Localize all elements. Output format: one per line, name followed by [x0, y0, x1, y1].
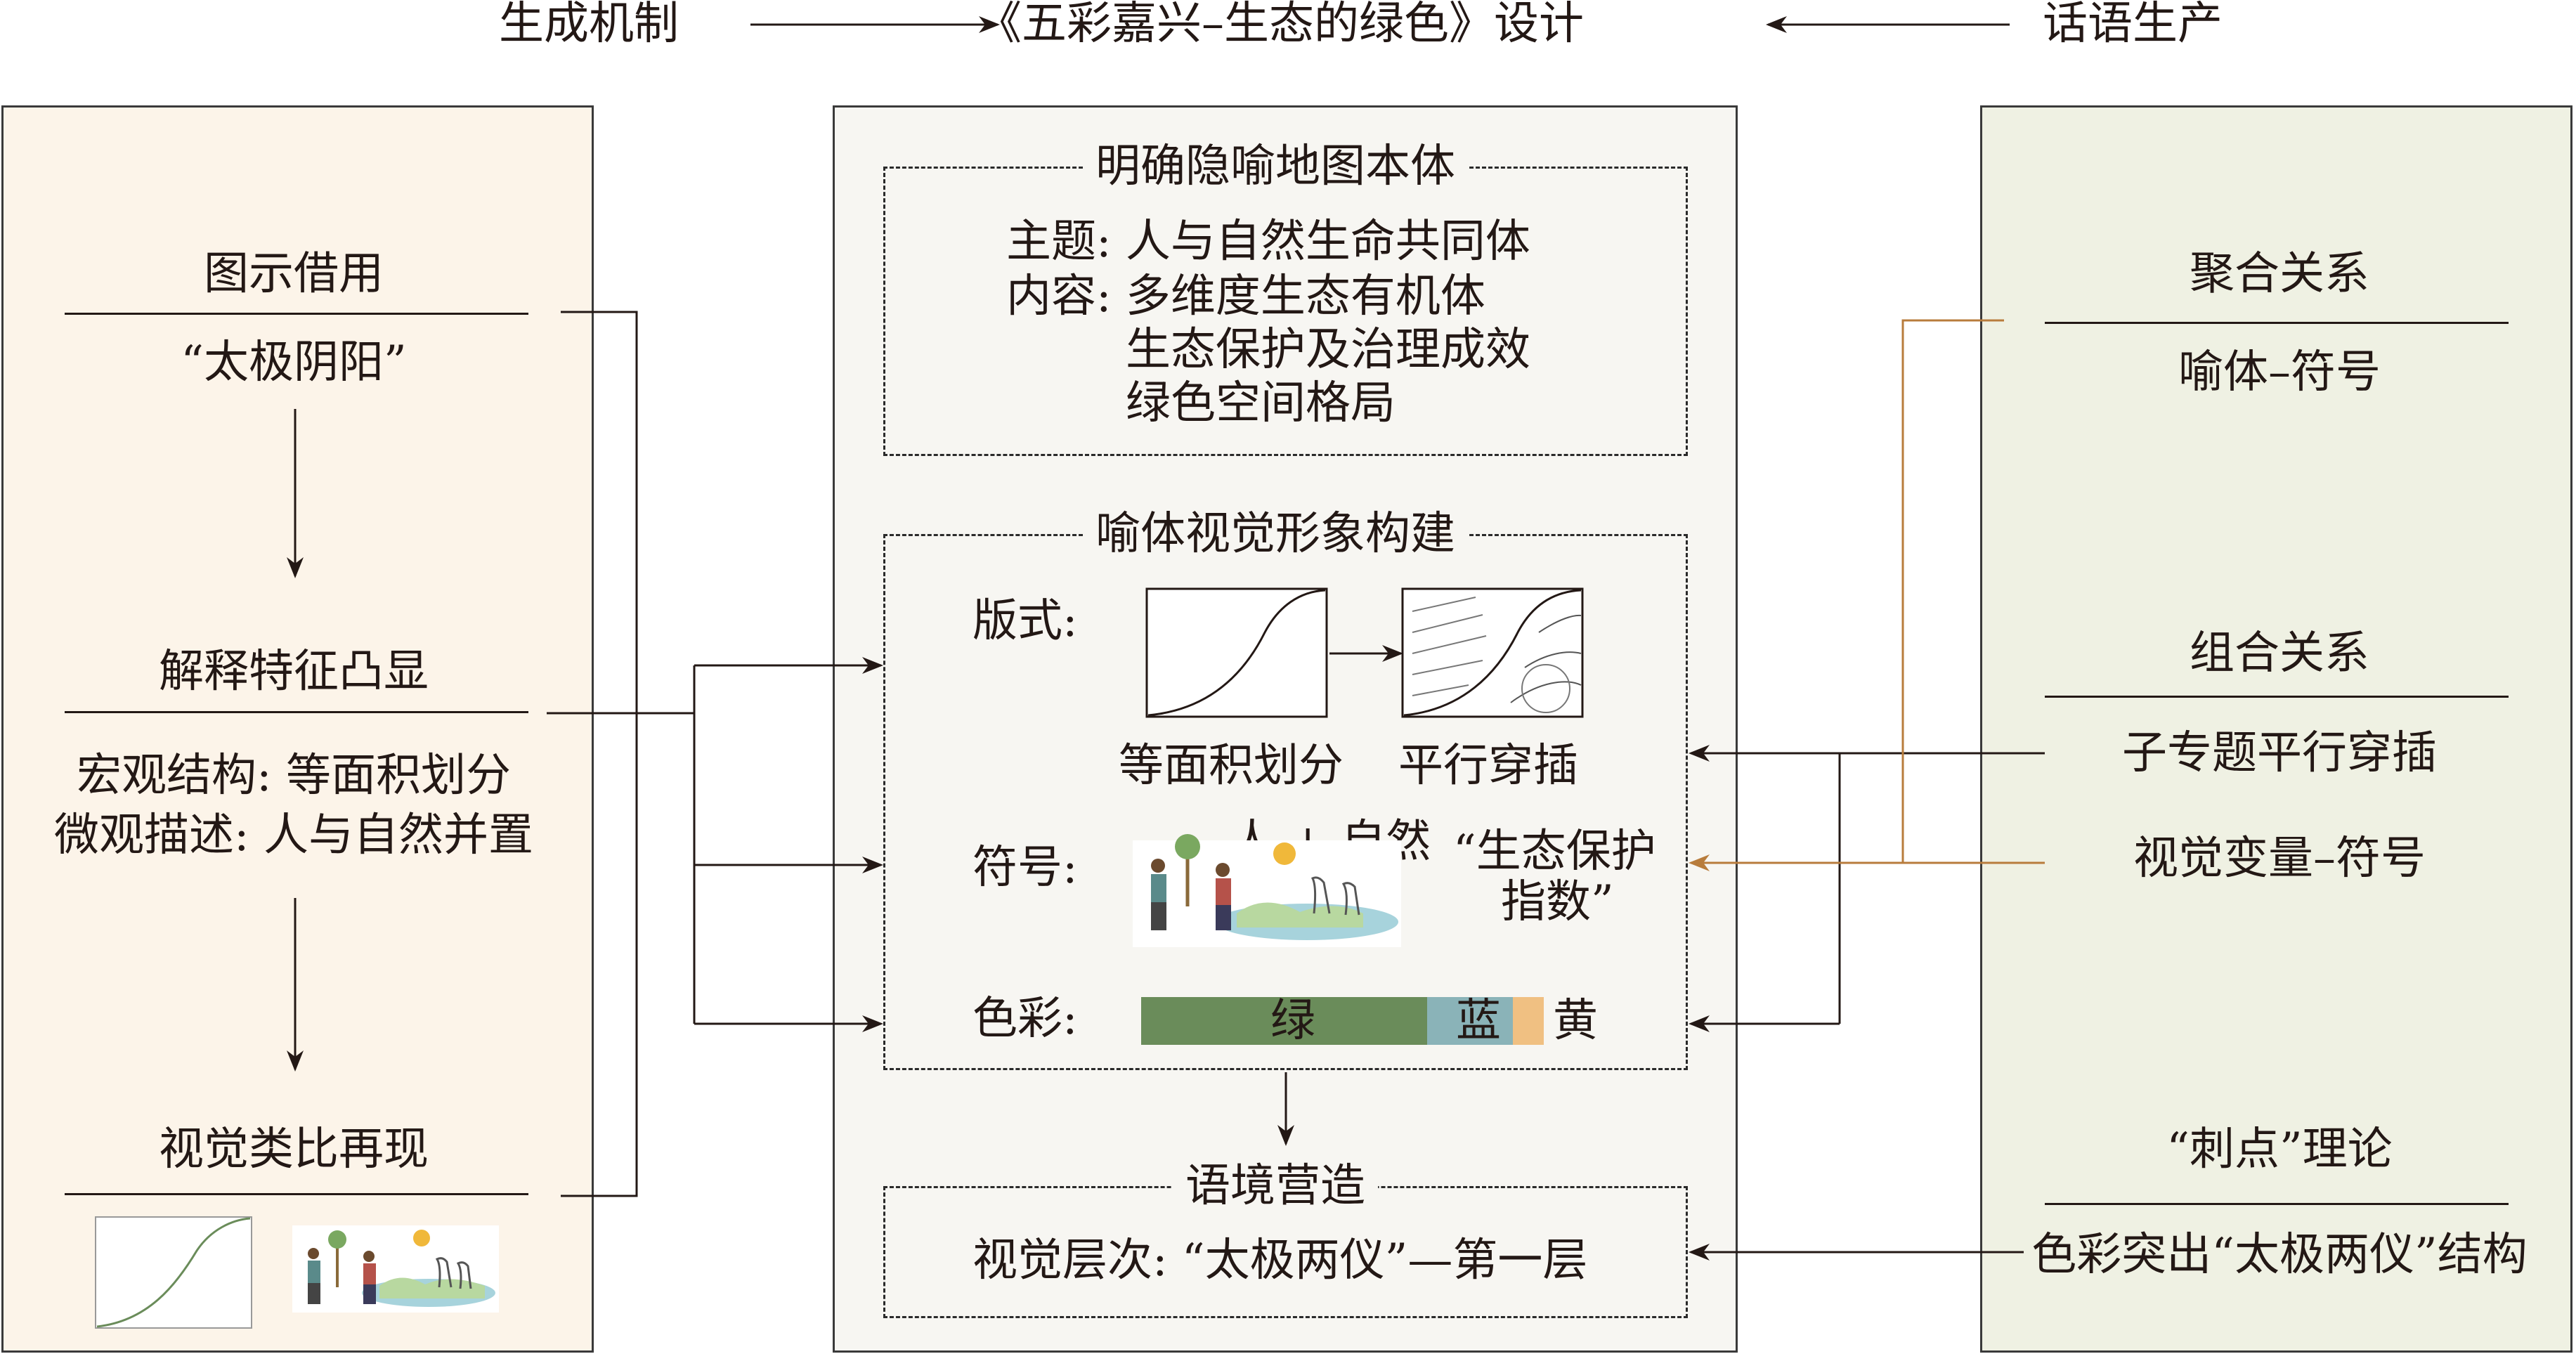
right-item1-rule — [2045, 322, 2509, 324]
context-text: 视觉层次: “太极两仪”—第一层 — [972, 1235, 1588, 1287]
color-green-label: 绿 — [1270, 995, 1315, 1047]
color-yellow-label: 黄 — [1553, 995, 1598, 1047]
color-swatch-blue — [1427, 997, 1513, 1045]
color-swatch-green — [1141, 997, 1427, 1045]
left-item2-rule — [65, 711, 528, 713]
right-item2-title: 组合关系 — [2190, 627, 2369, 679]
left-item2-line1: 宏观结构: 等面积划分 — [77, 750, 511, 802]
left-bracket — [561, 311, 638, 1197]
left-illustration-thumbnail — [292, 1225, 499, 1313]
right-panel — [1980, 105, 2572, 1353]
paradigm-orange-connector — [1901, 319, 2004, 863]
left-curve-thumbnail — [95, 1216, 252, 1329]
right-item2-rule — [2045, 696, 2509, 698]
people-nature-illustration — [1133, 834, 1401, 947]
left-item2-line2: 微观描述: 人与自然并置 — [54, 809, 533, 861]
right-item2-line2: 视觉变量–符号 — [2133, 833, 2426, 885]
right-item3-title: “刺点”理论 — [2166, 1124, 2393, 1176]
right-item2-line1: 子专题平行穿插 — [2122, 727, 2437, 779]
symbol-label: 符号: — [972, 842, 1078, 894]
header-left: 生成机制 — [499, 0, 679, 50]
header-center: 《五彩嘉兴–生态的绿色》设计 — [977, 0, 1584, 50]
left-item3-title: 视觉类比再现 — [159, 1124, 429, 1176]
left-item3-rule — [65, 1193, 528, 1195]
left-item1-title: 图示借用 — [204, 248, 384, 300]
ontology-title: 明确隐喻地图本体 — [1083, 144, 1468, 189]
ontology-content: 内容: 多维度生态有机体 — [1006, 271, 1485, 323]
ontology-content2: 生态保护及治理成效 — [1126, 324, 1530, 376]
right-item3-rule — [2045, 1203, 2509, 1205]
layout-caption-2: 平行穿插 — [1398, 740, 1578, 792]
right-item1-text: 喻体–符号 — [2178, 346, 2381, 398]
layout-caption-1: 等面积划分 — [1119, 740, 1344, 792]
right-item3-text: 色彩突出“太极两仪”结构 — [2031, 1229, 2528, 1281]
parallel-interleave-figure — [1401, 587, 1584, 718]
ontology-theme: 主题: 人与自然生命共同体 — [1006, 216, 1530, 268]
context-title: 语境营造 — [1173, 1164, 1378, 1209]
symbol-quote-1: “生态保护 — [1453, 826, 1656, 878]
vehicle-title: 喻体视觉形象构建 — [1083, 512, 1468, 556]
symbol-quote-2: 指数” — [1501, 876, 1614, 928]
left-item2-title: 解释特征凸显 — [159, 646, 429, 698]
header-right: 话语生产 — [2043, 0, 2223, 50]
ontology-content3: 绿色空间格局 — [1126, 377, 1396, 429]
color-blue-label: 蓝 — [1456, 995, 1501, 1047]
color-label: 色彩: — [972, 993, 1078, 1045]
equal-area-figure — [1145, 587, 1328, 718]
color-swatch-yellow — [1513, 997, 1544, 1045]
layout-label: 版式: — [972, 595, 1078, 647]
right-item1-title: 聚合关系 — [2190, 248, 2369, 300]
left-item1-rule — [65, 313, 528, 315]
left-item1-text: “太极阴阳” — [181, 337, 407, 389]
